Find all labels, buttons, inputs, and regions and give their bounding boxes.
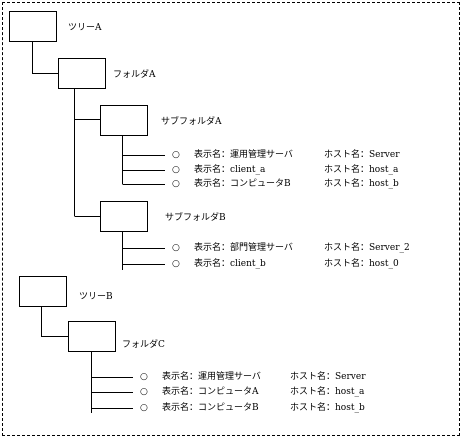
bullet-icon: ○ [172,179,180,189]
folder-c-label: フォルダC [122,340,165,350]
host-name: ホスト名：host_0 [324,259,399,269]
host-name: ホスト名：Server_2 [324,243,410,253]
folder-a-box [58,58,106,89]
display-name: 表示名：コンピュータB [162,403,259,413]
connector-treeA-folderA [32,41,58,74]
bullet-icon: ○ [172,243,180,253]
display-name: 表示名：運用管理サーバ [162,372,261,382]
subfolder-a-box [100,105,148,136]
folder-a-label: フォルダA [113,70,156,80]
subfolder-a-label: サブフォルダA [161,117,222,127]
tree-a-box [9,11,57,42]
display-name: 表示名：運用管理サーバ [194,150,293,160]
host-name: ホスト名：host_a [324,165,399,175]
folder-c-box [68,321,116,352]
tree-b-label: ツリーB [79,292,113,302]
subfolder-b-box [100,201,148,232]
bullet-icon: ○ [172,165,180,175]
tree-a-label: ツリーA [68,23,102,33]
host-name: ホスト名：host_b [324,179,399,189]
host-name: ホスト名：host_a [290,387,365,397]
bullet-icon: ○ [140,403,148,413]
display-name: 表示名：client_a [194,165,266,175]
bullet-icon: ○ [140,372,148,382]
bullet-icon: ○ [140,387,148,397]
diagram-frame [2,2,460,436]
display-name: 表示名：コンピュータB [194,179,291,189]
subfolder-b-label: サブフォルダB [165,213,226,223]
display-name: 表示名：コンピュータA [162,387,259,397]
host-name: ホスト名：Server [324,150,400,160]
bullet-icon: ○ [172,150,180,160]
display-name: 表示名：部門管理サーバ [194,243,293,253]
host-name: ホスト名：Server [290,372,366,382]
host-name: ホスト名：host_b [290,403,365,413]
tree-b-box [19,276,67,307]
bullet-icon: ○ [172,259,180,269]
display-name: 表示名：client_b [194,259,266,269]
connector-treeB-folderC [41,307,68,337]
